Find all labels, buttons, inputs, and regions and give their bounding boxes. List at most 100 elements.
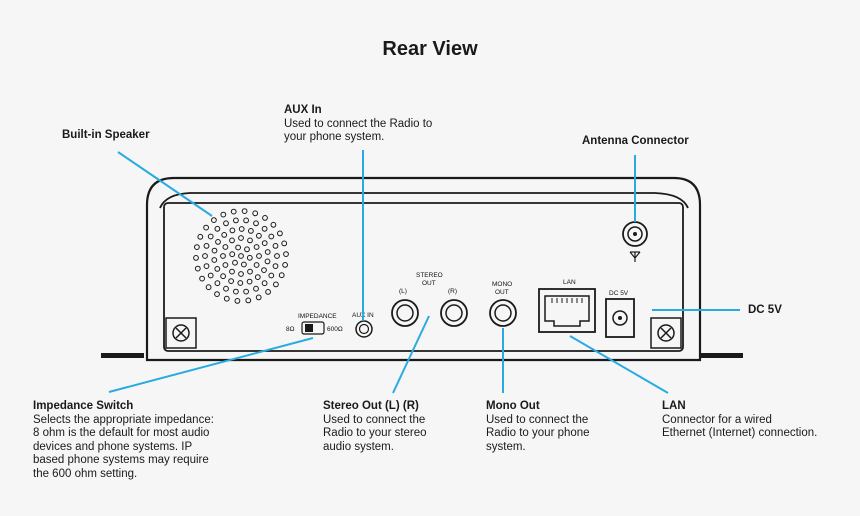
grille-hole [202, 253, 208, 259]
grille-hole [248, 228, 254, 234]
grille-hole [243, 217, 250, 224]
grille-hole [193, 255, 199, 261]
builtin-speaker-label: Built-in Speaker [62, 129, 150, 141]
grille-hole [211, 247, 218, 254]
impedance-callout: Impedance Switch Selects the appropriate… [33, 400, 214, 482]
mono-out-jack[interactable] [489, 299, 517, 327]
lan-desc: Connector for a wired Ethernet (Internet… [662, 413, 818, 440]
grille-hole [274, 253, 280, 259]
grille-hole [278, 272, 285, 279]
grille-hole [203, 263, 210, 270]
page-title: Rear View [382, 38, 478, 60]
grille-hole [243, 288, 250, 295]
grille-hole [235, 244, 242, 251]
grille-hole [264, 258, 271, 265]
device-inner-top [159, 192, 689, 209]
stereo-out-label: Stereo Out (L) (R) [323, 400, 419, 412]
stereo-left-jack[interactable] [391, 299, 419, 327]
grille-hole [241, 261, 247, 268]
grille-hole [215, 239, 221, 245]
grille-hole [270, 221, 277, 228]
dc5v-jack[interactable] [612, 310, 628, 326]
stereo-right-jack[interactable] [440, 299, 468, 327]
callout-line-impedance [108, 337, 314, 393]
screw-left [165, 317, 197, 349]
grille-hole [229, 227, 236, 234]
dc5v-label: DC 5V [748, 304, 782, 316]
grille-hole [255, 294, 262, 301]
callout-line-stereo-out [392, 315, 430, 394]
antenna-connector-label: Antenna Connector [582, 135, 689, 147]
grille-hole [238, 271, 244, 277]
grille-hole [221, 232, 228, 238]
grille-hole [261, 240, 268, 247]
grille-hole [244, 246, 250, 253]
impedance-switch[interactable] [301, 321, 325, 335]
stereo-left-label: (L) [399, 288, 407, 295]
aux-in-jack[interactable] [355, 320, 373, 338]
mono-out-device-label-line1: MONO [492, 281, 512, 288]
dc5v-port-frame [605, 298, 635, 338]
grille-hole [214, 225, 221, 232]
grille-hole [252, 210, 259, 217]
lan-device-label: LAN [563, 279, 576, 286]
lan-port[interactable] [544, 295, 590, 327]
grille-hole [233, 217, 239, 224]
stereo-out-desc: Used to connect the Radio to your stereo… [323, 413, 427, 453]
grille-hole [261, 267, 267, 274]
grille-hole [272, 263, 279, 270]
grille-hole [264, 249, 271, 255]
callout-lines [108, 150, 740, 394]
grille-hole [194, 244, 200, 251]
grille-hole [234, 298, 241, 304]
grille-hole [237, 280, 244, 286]
grille-hole [261, 225, 268, 232]
grille-hole [197, 233, 204, 240]
speaker-grille-icon [193, 208, 289, 304]
grille-hole [268, 233, 275, 240]
antenna-connector[interactable] [622, 221, 648, 247]
grille-hole [273, 281, 279, 288]
aux-in-label: AUX In [284, 104, 322, 116]
grille-hole [220, 273, 227, 280]
grille-hole [229, 237, 235, 244]
grille-hole [194, 265, 201, 272]
right-foot [700, 353, 743, 358]
grille-hole [205, 284, 212, 291]
impedance-switch-knob [305, 324, 313, 332]
grille-hole [230, 208, 237, 215]
callout-line-lan [569, 335, 669, 394]
grille-hole [247, 237, 253, 244]
impedance-label: Impedance Switch [33, 400, 134, 412]
grille-hole [223, 295, 230, 302]
grille-hole [220, 211, 227, 218]
grille-hole [256, 253, 262, 259]
grille-hole [261, 280, 268, 287]
grille-hole [207, 272, 214, 279]
grille-hole [265, 289, 272, 295]
grille-hole [207, 233, 214, 240]
grille-hole [254, 274, 261, 281]
mono-out-callout: Mono Out Used to connect the Radio to yo… [486, 400, 590, 454]
screw-right [650, 317, 682, 349]
grille-hole [228, 278, 235, 285]
grille-hole [238, 253, 244, 259]
grille-hole [233, 288, 239, 295]
grille-hole [246, 254, 253, 261]
grille-hole [203, 243, 210, 249]
stereo-out-device-label-line1: STEREO [416, 272, 443, 279]
ohm-8-label: 8Ω [286, 326, 295, 333]
grille-hole [256, 232, 262, 239]
grille-hole [229, 251, 236, 258]
lan-callout: LAN Connector for a wired Ethernet (Inte… [662, 400, 817, 441]
device-housing [145, 176, 702, 362]
grille-hole [268, 272, 275, 279]
grille-hole [199, 275, 206, 282]
grille-hole [214, 291, 220, 298]
grille-hole [241, 208, 248, 215]
grille-hole [262, 215, 268, 221]
left-foot [101, 353, 144, 358]
dc5v-device-label: DC 5V [609, 290, 629, 297]
lan-label: LAN [662, 400, 686, 412]
